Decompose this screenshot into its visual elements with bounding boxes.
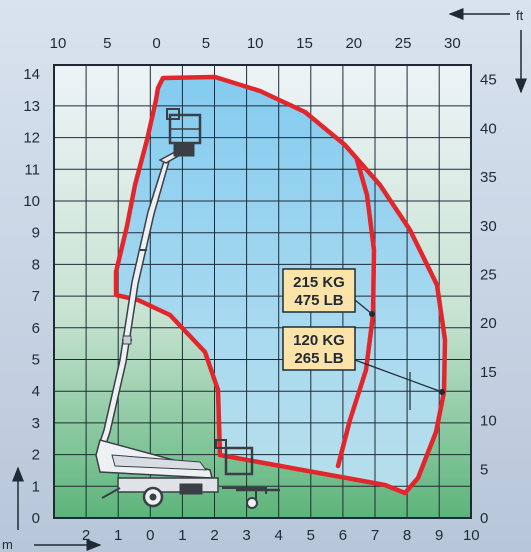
right-axis-tick-ft: 45 <box>480 72 497 89</box>
bottom-axis-tick-m: 1 <box>114 527 122 544</box>
left-axis-tick-m: 0 <box>32 510 40 527</box>
top-axis-tick-ft: 15 <box>296 35 313 52</box>
left-axis-tick-m: 2 <box>32 447 40 464</box>
bottom-axis-tick-m: 4 <box>275 527 283 544</box>
right-axis-tick-ft: 0 <box>480 510 488 527</box>
leader-line-215kg <box>354 299 373 315</box>
ft-unit-indicator: ft <box>448 8 527 94</box>
top-axis-tick-ft: 5 <box>202 35 210 52</box>
capacity-kg-215: 215 KG <box>293 274 345 291</box>
bottom-axis-tick-m: 6 <box>339 527 347 544</box>
capacity-kg-120: 120 KG <box>293 332 345 349</box>
top-axis-tick-ft: 20 <box>345 35 362 52</box>
left-axis-tick-m: 3 <box>32 415 40 432</box>
m-unit-label: m <box>2 537 13 552</box>
bottom-axis-tick-m: 7 <box>371 527 379 544</box>
left-axis-tick-m: 7 <box>32 288 40 305</box>
left-axis-tick-m: 10 <box>23 193 40 210</box>
right-axis-tick-ft: 10 <box>480 413 497 430</box>
left-axis-tick-m: 1 <box>32 478 40 495</box>
top-axis-tick-ft: 10 <box>50 35 67 52</box>
bottom-axis-tick-m: 5 <box>307 527 315 544</box>
left-axis-tick-m: 4 <box>32 383 40 400</box>
left-axis-tick-m: 5 <box>32 352 40 369</box>
bottom-axis-tick-m: 3 <box>242 527 250 544</box>
left-axis-tick-m: 9 <box>32 225 40 242</box>
bottom-axis-tick-m: 10 <box>463 527 480 544</box>
capacity-lb-265: 265 LB <box>294 350 343 367</box>
bottom-axis-tick-m: 0 <box>146 527 154 544</box>
leader-dot-120kg <box>439 389 445 395</box>
left-axis-tick-m: 8 <box>32 256 40 273</box>
bottom-axis-tick-m: 8 <box>403 527 411 544</box>
top-axis-tick-ft: 30 <box>444 35 461 52</box>
right-axis-tick-ft: 15 <box>480 364 497 381</box>
bottom-axis-tick-m: 2 <box>82 527 90 544</box>
leader-dot-215kg <box>369 311 375 317</box>
grid-lines <box>54 65 471 518</box>
capacity-lb-475: 475 LB <box>294 292 343 309</box>
right-axis-tick-ft: 40 <box>480 120 497 137</box>
bottom-axis-tick-m: 9 <box>435 527 443 544</box>
plot-frame <box>53 64 472 519</box>
reach-envelope-120kg <box>113 74 448 496</box>
top-axis-tick-ft: 10 <box>247 35 264 52</box>
left-axis-tick-m: 13 <box>23 98 40 115</box>
left-axis-tick-m: 12 <box>23 130 40 147</box>
ft-unit-label: ft <box>516 8 524 23</box>
left-axis-tick-m: 11 <box>24 161 40 178</box>
bottom-axis-tick-m: 2 <box>210 527 218 544</box>
lift-machine-icon <box>95 108 280 509</box>
capacity-label-120kg: 120 KG 265 LB <box>282 326 356 371</box>
right-axis-tick-ft: 20 <box>480 315 497 332</box>
right-axis-tick-ft: 30 <box>480 218 497 235</box>
left-axis-tick-m: 6 <box>32 320 40 337</box>
top-axis-tick-ft: 25 <box>395 35 412 52</box>
top-axis-tick-ft: 0 <box>152 35 160 52</box>
left-axis-tick-m: 14 <box>23 66 40 83</box>
right-axis-tick-ft: 25 <box>480 267 497 284</box>
leader-line-120kg <box>354 359 443 393</box>
bottom-axis-tick-m: 1 <box>178 527 186 544</box>
capacity-label-215kg: 215 KG 475 LB <box>282 268 356 313</box>
right-axis-tick-ft: 35 <box>480 169 497 186</box>
m-unit-indicator: m <box>2 466 102 552</box>
right-axis-tick-ft: 5 <box>480 461 488 478</box>
top-axis-tick-ft: 5 <box>103 35 111 52</box>
